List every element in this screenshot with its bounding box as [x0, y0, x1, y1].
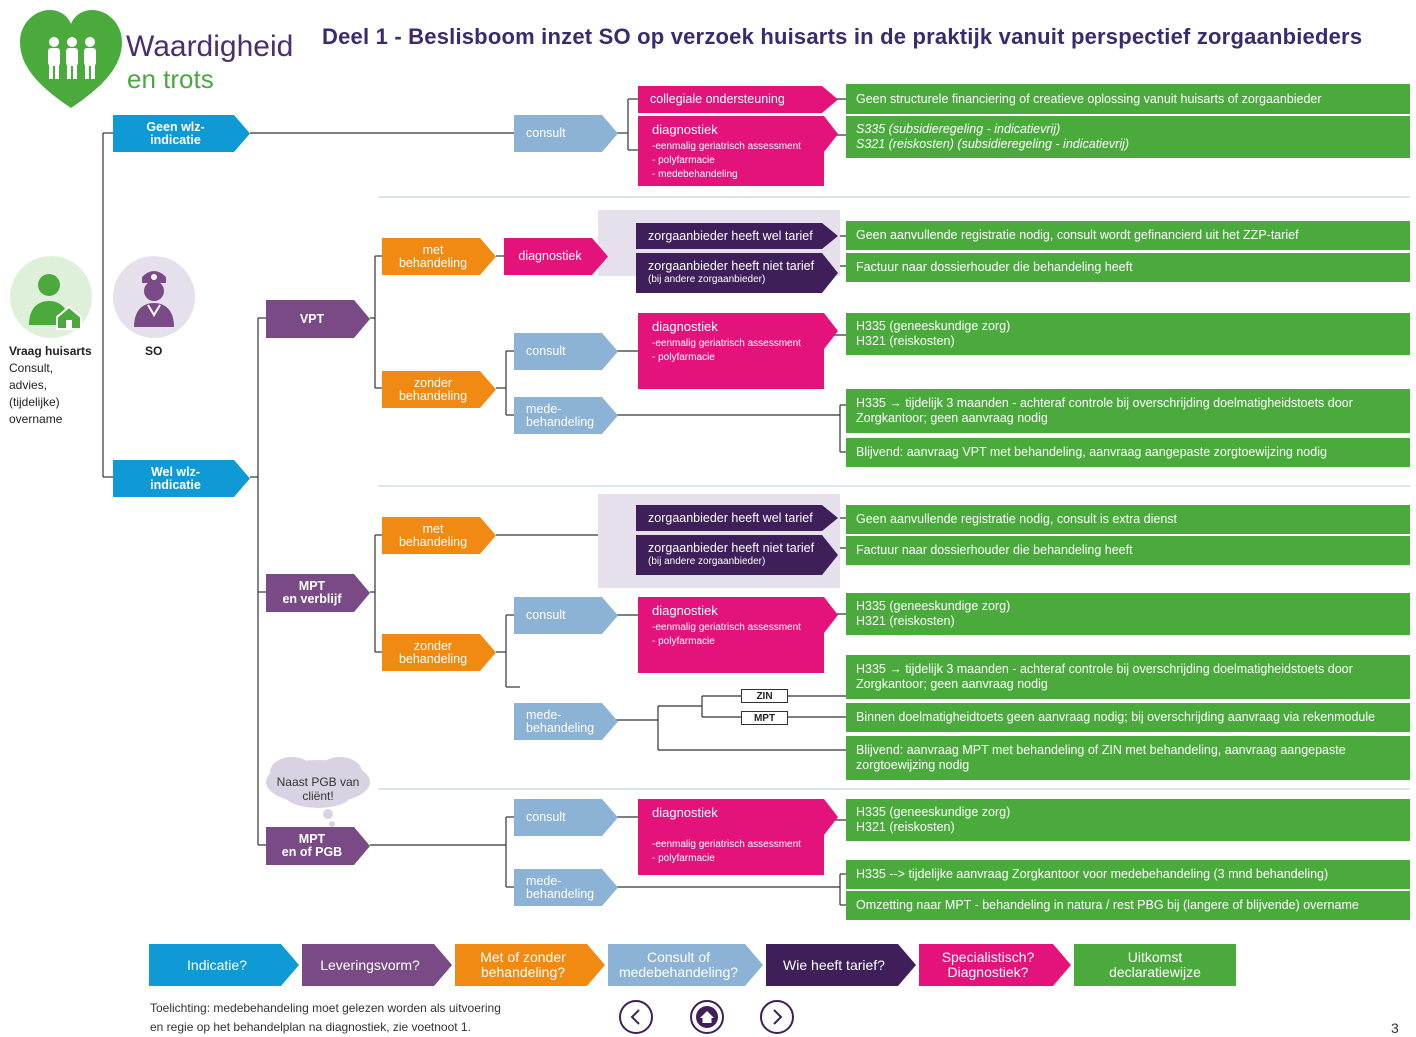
mpt-box: MPT [741, 711, 788, 725]
outcome-2-line1: S335 (subsidieregeling - indicatievrij) [856, 122, 1061, 136]
mpt-consult: consult [514, 597, 618, 634]
tarief-wel-mpt: zorgaanbieder heeft wel tarief [636, 505, 838, 531]
outcome-1: Geen structurele financiering of creatie… [846, 84, 1410, 114]
outcome-10-line2: H321 (reiskosten) [856, 614, 955, 628]
diagnostiek-items: -eenmalig geriatrisch assessment - polyf… [652, 622, 801, 647]
outcome-4: Factuur naar dossierhouder die behandeli… [846, 253, 1410, 282]
diagnostiek-box-pgb: diagnostiek -eenmalig geriatrisch assess… [638, 799, 838, 875]
outcome-11: H335 → tijdelijk 3 maanden - achteraf co… [846, 655, 1410, 699]
huisarts-icon [10, 256, 92, 338]
next-page-button[interactable] [760, 1000, 794, 1034]
levering-vpt: VPT [266, 300, 370, 338]
diagnostiek-box-vpt: diagnostiek -eenmalig geriatrisch assess… [638, 313, 838, 389]
chevron-right-icon [773, 1009, 783, 1025]
page-number: 3 [1391, 1020, 1399, 1036]
diagnostiek-heading: diagnostiek [652, 122, 718, 137]
geen-wlz-indicatie: Geen wlz- indicatie [113, 115, 250, 152]
outcome-8: Geen aanvullende registratie nodig, cons… [846, 505, 1410, 534]
vpt-diagnostiek: diagnostiek [504, 238, 608, 275]
tarief-niet-mpt: zorgaanbieder heeft niet tarief (bij and… [636, 535, 838, 575]
vpt-medebehandeling: mede- behandeling [514, 397, 618, 434]
pgb-cloud-text: Naast PGB van cliënt! [276, 775, 360, 803]
levering-mpt-verblijf: MPT en verblijf [266, 574, 370, 612]
chevron-left-icon [630, 1009, 640, 1025]
prev-page-button[interactable] [619, 1000, 653, 1034]
legend-tarief: Wie heeft tarief? [766, 944, 916, 986]
diagnostiek-heading: diagnostiek [652, 805, 718, 820]
vraag-huisarts-line1: Consult, [9, 361, 54, 375]
diagnostiek-box-1: diagnostiek -eenmalig geriatrisch assess… [638, 116, 838, 186]
outcome-6: H335 → tijdelijk 3 maanden - achteraf co… [846, 389, 1410, 433]
tarief-niet-vpt: zorgaanbieder heeft niet tarief (bij and… [636, 253, 838, 293]
outcome-5-line1: H335 (geneeskundige zorg) [856, 319, 1011, 333]
outcome-10-line1: H335 (geneeskundige zorg) [856, 599, 1011, 613]
pgb-consult: consult [514, 799, 618, 836]
levering-mpt-pgb: MPT en of PGB [266, 827, 370, 865]
outcome-14: H335 (geneeskundige zorg) H321 (reiskost… [846, 799, 1410, 841]
outcome-2: S335 (subsidieregeling - indicatievrij) … [846, 116, 1410, 158]
diagnostiek-items: -eenmalig geriatrisch assessment - polyf… [652, 839, 801, 864]
zin-box: ZIN [741, 689, 788, 703]
outcome-10: H335 (geneeskundige zorg) H321 (reiskost… [846, 593, 1410, 635]
outcome-13: Blijvend: aanvraag MPT met behandeling o… [846, 736, 1410, 780]
logo-text-line2: en trots [127, 64, 214, 94]
so-doctor-icon [113, 256, 195, 338]
legend-uitkomst: Uitkomst declaratiewijze [1074, 944, 1236, 986]
outcome-5: H335 (geneeskundige zorg) H321 (reiskost… [846, 313, 1410, 355]
footnote: Toelichting: medebehandeling moet geleze… [150, 1001, 501, 1034]
tarief-niet-label: zorgaanbieder heeft niet tarief [648, 259, 815, 273]
home-icon [696, 1006, 718, 1028]
vraag-huisarts-line3: (tijdelijke) [9, 395, 60, 409]
vraag-huisarts-line2: advies, [9, 378, 48, 392]
outcome-9: Factuur naar dossierhouder die behandeli… [846, 536, 1410, 565]
vpt-met-behandeling: met behandeling [382, 238, 496, 275]
vpt-consult: consult [514, 333, 618, 370]
geen-wlz-consult: consult [514, 115, 618, 152]
collegiale-ondersteuning: collegiale ondersteuning [638, 86, 838, 113]
outcome-3: Geen aanvullende registratie nodig, cons… [846, 221, 1410, 250]
outcome-5-line2: H321 (reiskosten) [856, 334, 955, 348]
wel-wlz-indicatie: Wel wlz- indicatie [113, 460, 250, 497]
vpt-zonder-behandeling: zonder behandeling [382, 371, 496, 408]
vraag-huisarts-line4: overname [9, 412, 63, 426]
diagnostiek-items: -eenmalig geriatrisch assessment - polyf… [652, 338, 801, 363]
thought-cloud-icon [266, 757, 370, 827]
pgb-medebehandeling: mede- behandeling [514, 869, 618, 906]
page-title: Deel 1 - Beslisboom inzet SO op verzoek … [322, 24, 1363, 49]
outcome-16: Omzetting naar MPT - behandeling in natu… [846, 891, 1410, 920]
outcome-14-line2: H321 (reiskosten) [856, 820, 955, 834]
mpt-medebehandeling: mede- behandeling [514, 703, 618, 740]
mpt-zonder-behandeling: zonder behandeling [382, 634, 496, 671]
diagnostiek-box-mpt: diagnostiek -eenmalig geriatrisch assess… [638, 597, 838, 673]
home-button[interactable] [690, 1000, 724, 1034]
tarief-niet-label: zorgaanbieder heeft niet tarief [648, 541, 815, 555]
mpt-met-behandeling: met behandeling [382, 517, 496, 554]
diagnostiek-items: -eenmalig geriatrisch assessment - polyf… [652, 141, 801, 180]
legend-leveringsvorm: Leveringsvorm? [302, 944, 452, 986]
diagnostiek-heading: diagnostiek [652, 603, 718, 618]
outcome-12: Binnen doelmatigheidtoets geen aanvraag … [846, 703, 1410, 732]
vraag-huisarts-title: Vraag huisarts [9, 344, 92, 358]
diagnostiek-heading: diagnostiek [652, 319, 718, 334]
outcome-14-line1: H335 (geneeskundige zorg) [856, 805, 1011, 819]
so-label: SO [145, 344, 163, 358]
outcome-7: Blijvend: aanvraag VPT met behandeling, … [846, 438, 1410, 467]
tarief-wel-vpt: zorgaanbieder heeft wel tarief [636, 223, 838, 249]
legend-consult: Consult of medebehandeling? [608, 944, 763, 986]
tarief-niet-sub: (bij andere zorgaanbieder) [648, 556, 766, 567]
tarief-niet-sub: (bij andere zorgaanbieder) [648, 274, 766, 285]
logo-heart-icon [20, 10, 122, 108]
outcome-15: H335 --> tijdelijke aanvraag Zorgkantoor… [846, 860, 1410, 889]
legend-indicatie: Indicatie? [149, 944, 299, 986]
legend-specialistisch: Specialistisch? Diagnostiek? [919, 944, 1071, 986]
outcome-2-line2: S321 (reiskosten) (subsidieregeling - in… [856, 137, 1130, 151]
legend-behandeling: Met of zonder behandeling? [455, 944, 605, 986]
logo-text-line1: Waardigheid [126, 30, 294, 63]
